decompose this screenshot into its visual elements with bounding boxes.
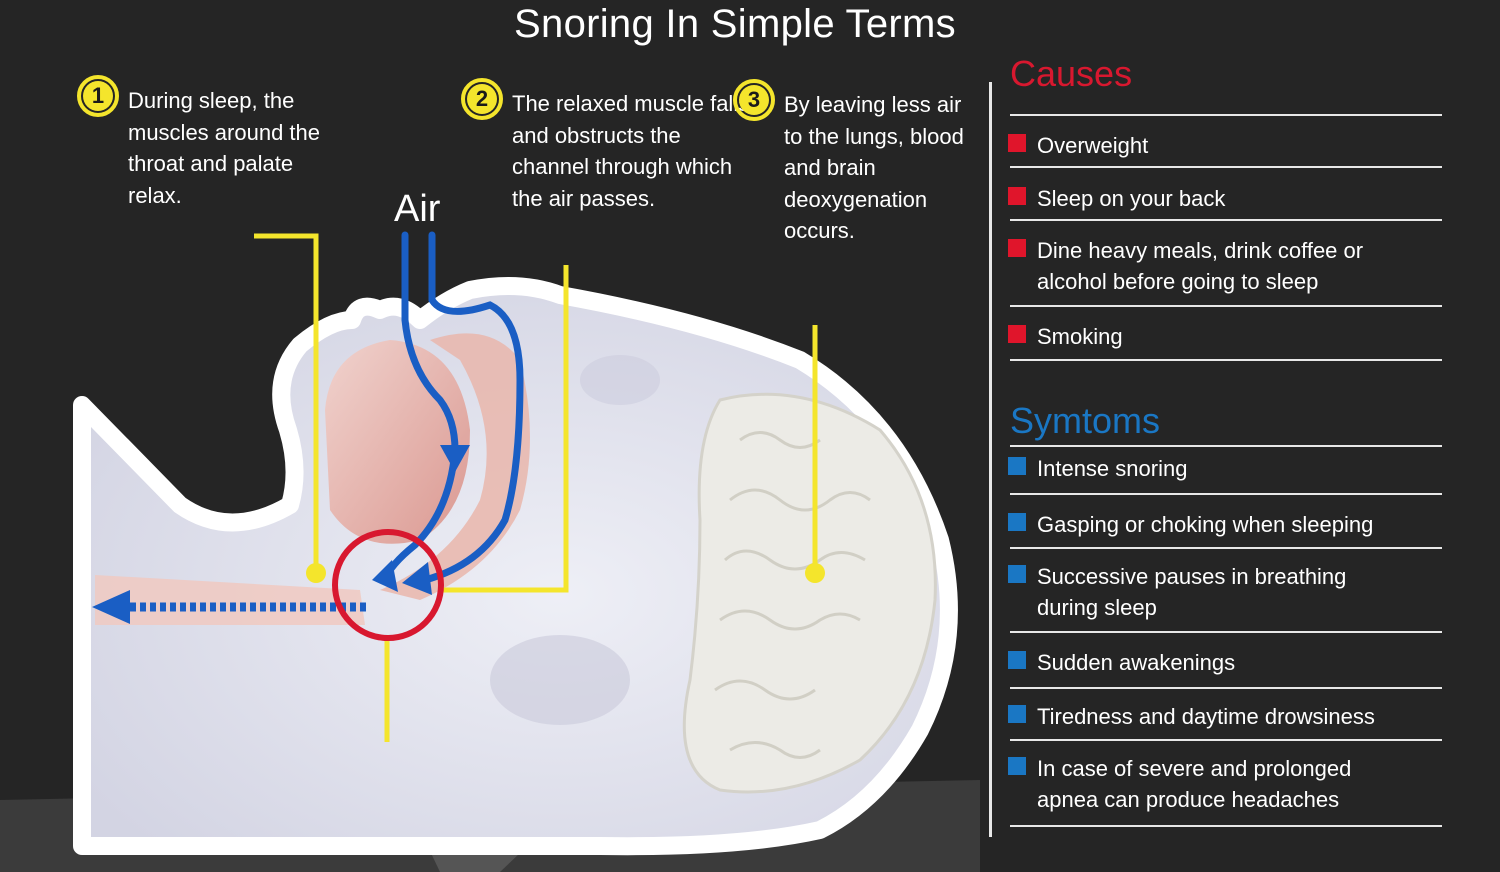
step-number-badge: 1 bbox=[77, 75, 119, 117]
symptom-item: In case of severe and prolonged apnea ca… bbox=[1008, 753, 1408, 825]
obstruction-ring bbox=[332, 529, 444, 641]
step-text: By leaving less air to the lungs, blood … bbox=[784, 92, 964, 243]
causes-title: Causes bbox=[1010, 53, 1133, 94]
brain-icon bbox=[682, 392, 937, 794]
divider-rule bbox=[1010, 687, 1442, 689]
trachea bbox=[95, 575, 365, 625]
divider-rule bbox=[1010, 305, 1442, 307]
divider-rule bbox=[1010, 493, 1442, 495]
blue-square-icon bbox=[1008, 513, 1026, 531]
cheek-shadow bbox=[490, 635, 630, 725]
cause-item: Dine heavy meals, drink coffee or alcoho… bbox=[1008, 235, 1408, 305]
step-2: 2 The relaxed muscle falls and obstructs… bbox=[461, 78, 751, 214]
nasal-cavity bbox=[325, 340, 470, 544]
cause-item: Overweight bbox=[1008, 130, 1442, 166]
divider-rule bbox=[1010, 166, 1442, 168]
red-square-icon bbox=[1008, 239, 1026, 257]
symptom-item: Gasping or choking when sleeping bbox=[1008, 509, 1442, 547]
panel-divider bbox=[989, 82, 992, 837]
page-title: Snoring In Simple Terms bbox=[514, 2, 956, 46]
pointer-dot-1 bbox=[306, 563, 326, 583]
divider-rule bbox=[1010, 114, 1442, 116]
blue-square-icon bbox=[1008, 705, 1026, 723]
arrow-head-throat-2 bbox=[402, 562, 432, 595]
info-panel: Causes Overweight Sleep on your back Din… bbox=[1006, 50, 1442, 827]
cause-item: Sleep on your back bbox=[1008, 183, 1442, 219]
step-1: 1 During sleep, the muscles around the t… bbox=[77, 75, 337, 211]
red-square-icon bbox=[1008, 134, 1026, 152]
pointer-lines bbox=[254, 233, 818, 742]
blue-square-icon bbox=[1008, 457, 1026, 475]
symptoms-title: Symtoms bbox=[1010, 400, 1161, 441]
divider-rule bbox=[1010, 445, 1442, 447]
airflow-mouth bbox=[421, 231, 524, 584]
symptom-item: Sudden awakenings bbox=[1008, 647, 1442, 687]
red-square-icon bbox=[1008, 187, 1026, 205]
divider-rule bbox=[1010, 547, 1442, 549]
step-text: The relaxed muscle falls and obstructs t… bbox=[512, 91, 750, 211]
blue-square-icon bbox=[1008, 651, 1026, 669]
pointer-dot-3 bbox=[805, 563, 825, 583]
divider-rule bbox=[1010, 631, 1442, 633]
divider-rule bbox=[1010, 219, 1442, 221]
cause-item: Smoking bbox=[1008, 321, 1442, 359]
step-3: 3 By leaving less air to the lungs, bloo… bbox=[733, 79, 973, 247]
step-number-badge: 3 bbox=[733, 79, 775, 121]
head-cross-section-diagram bbox=[0, 231, 980, 872]
ear-shadow bbox=[580, 355, 660, 405]
red-square-icon bbox=[1008, 325, 1026, 343]
step-number-badge: 2 bbox=[461, 78, 503, 120]
symptom-item: Successive pauses in breathing during sl… bbox=[1008, 561, 1408, 631]
pointer-2 bbox=[440, 265, 569, 593]
symptom-item: Tiredness and daytime drowsiness bbox=[1008, 701, 1442, 739]
blue-square-icon bbox=[1008, 757, 1026, 775]
air-label: Air bbox=[394, 188, 441, 230]
pointer-1 bbox=[254, 233, 319, 572]
divider-rule bbox=[1010, 825, 1442, 827]
symptom-item: Intense snoring bbox=[1008, 453, 1442, 493]
arrow-head-throat-1 bbox=[372, 560, 398, 592]
blue-square-icon bbox=[1008, 565, 1026, 583]
airflow-nose bbox=[401, 231, 459, 454]
divider-rule bbox=[1010, 739, 1442, 741]
arrow-head-down bbox=[440, 445, 470, 472]
divider-rule bbox=[1010, 359, 1442, 361]
arrow-head-left bbox=[92, 590, 130, 624]
step-text: During sleep, the muscles around the thr… bbox=[128, 88, 320, 208]
